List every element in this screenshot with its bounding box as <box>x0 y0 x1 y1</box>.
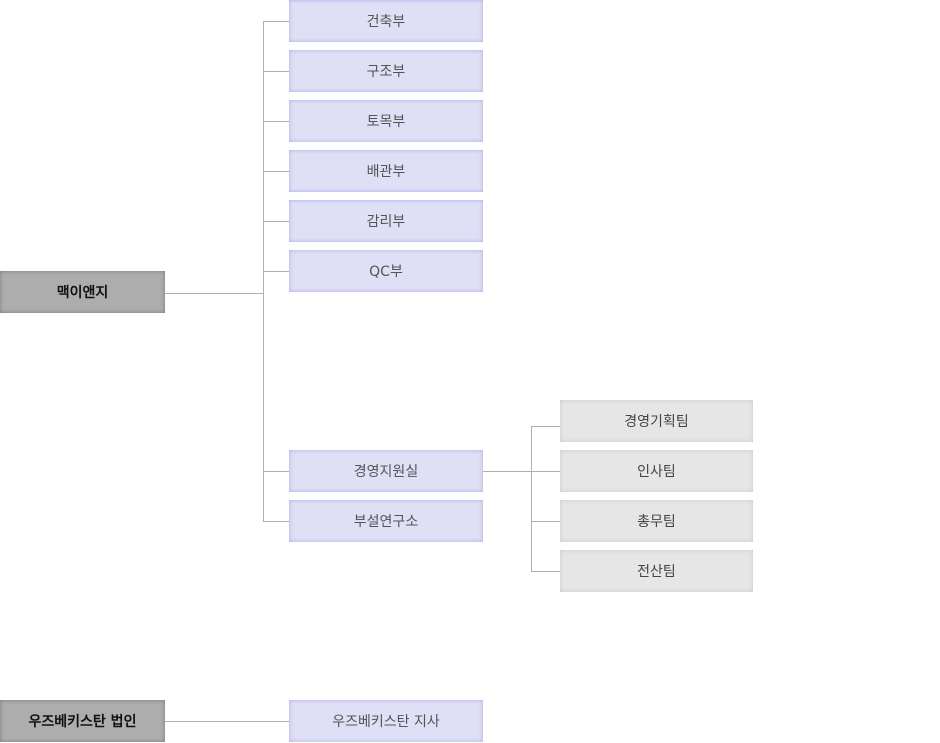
connector <box>165 293 263 294</box>
dept-node[interactable]: 배관부 <box>289 150 483 192</box>
connector <box>263 221 289 222</box>
connector <box>263 171 289 172</box>
team-node[interactable]: 경영기획팀 <box>560 400 753 442</box>
root-node[interactable]: 맥이앤지 <box>0 271 165 313</box>
connector <box>531 426 532 572</box>
dept-node[interactable]: 건축부 <box>289 0 483 42</box>
dept-node[interactable]: 경영지원실 <box>289 450 483 492</box>
root-node[interactable]: 우즈베키스탄 법인 <box>0 700 165 742</box>
connector <box>263 21 289 22</box>
dept-node[interactable]: 토목부 <box>289 100 483 142</box>
connector <box>263 521 289 522</box>
connector <box>531 426 560 427</box>
connector <box>165 721 289 722</box>
connector <box>531 521 560 522</box>
dept-node[interactable]: 부설연구소 <box>289 500 483 542</box>
connector <box>263 471 289 472</box>
connector <box>483 471 560 472</box>
connector <box>263 271 289 272</box>
dept-node[interactable]: 감리부 <box>289 200 483 242</box>
connector <box>263 121 289 122</box>
dept-node[interactable]: 구조부 <box>289 50 483 92</box>
connector <box>531 571 560 572</box>
team-node[interactable]: 인사팀 <box>560 450 753 492</box>
connector <box>263 71 289 72</box>
team-node[interactable]: 전산팀 <box>560 550 753 592</box>
dept-node[interactable]: QC부 <box>289 250 483 292</box>
team-node[interactable]: 총무팀 <box>560 500 753 542</box>
branch-node[interactable]: 우즈베키스탄 지사 <box>289 700 483 742</box>
